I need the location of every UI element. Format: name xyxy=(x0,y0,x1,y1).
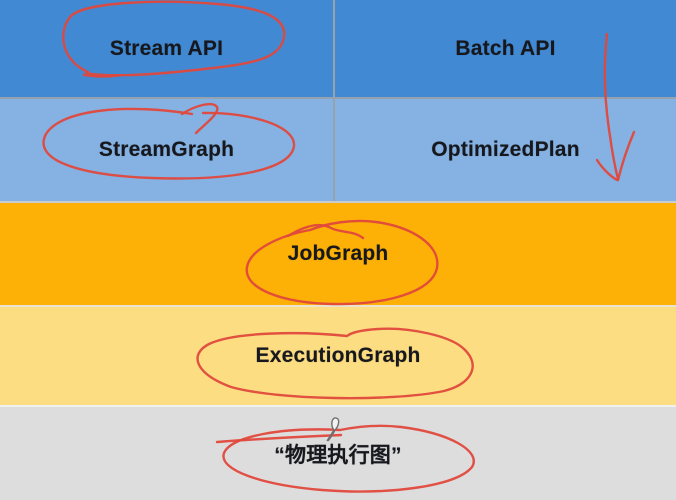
box-executiongraph: ExecutionGraph xyxy=(0,307,676,405)
box-batch-api: Batch API xyxy=(335,0,676,97)
box-physical-graph: “物理执行图” xyxy=(0,407,676,500)
box-stream-api: Stream API xyxy=(0,0,333,97)
row-divider xyxy=(0,405,676,407)
row-divider xyxy=(0,305,676,307)
stream-api-label: Stream API xyxy=(109,36,224,60)
optimizedplan-label: OptimizedPlan xyxy=(431,138,580,161)
row-divider xyxy=(0,201,676,203)
box-streamgraph: StreamGraph xyxy=(0,99,333,201)
executiongraph-label: ExecutionGraph xyxy=(255,344,421,367)
box-optimizedplan: OptimizedPlan xyxy=(335,99,676,201)
batch-api-label: Batch API xyxy=(455,36,556,60)
physical-graph-label: “物理执行图” xyxy=(274,443,402,467)
jobgraph-label: JobGraph xyxy=(287,242,389,265)
streamgraph-label: StreamGraph xyxy=(98,138,235,161)
box-jobgraph: JobGraph xyxy=(0,203,676,305)
